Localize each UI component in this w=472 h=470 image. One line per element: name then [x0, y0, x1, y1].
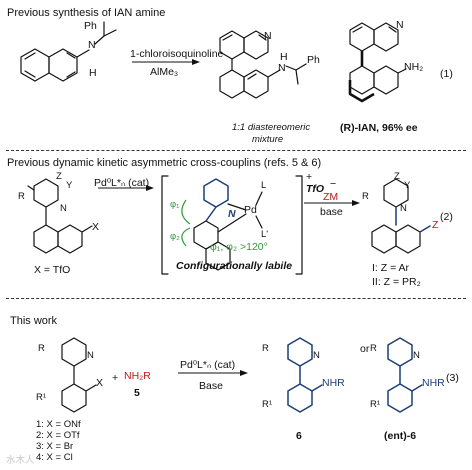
- sm2-r-label: R: [18, 191, 25, 202]
- ent6-r1-label: R¹: [370, 399, 381, 410]
- plus-sign: +: [112, 372, 119, 384]
- reagent-base: base: [320, 206, 343, 218]
- p6-n-label: N: [313, 350, 320, 361]
- amine-reagent: NH₂R: [124, 370, 151, 382]
- sm3-x-label: X: [96, 377, 104, 389]
- diastereomer-caption-2: mixture: [252, 134, 284, 145]
- counterion-label: TfO: [306, 183, 325, 195]
- prod2-y-label: Y: [404, 180, 411, 191]
- sm3-list-1: 1: X = ONf: [36, 419, 81, 430]
- ian-n-label: N: [396, 19, 404, 31]
- sm3-n-label: N: [87, 350, 94, 361]
- watermark: 水木人: [6, 455, 35, 466]
- section3-title: This work: [10, 315, 58, 327]
- sm3-list-3: 3: X = Br: [36, 441, 74, 452]
- or-label: or: [360, 343, 370, 355]
- arrow-head-1: [192, 59, 200, 65]
- sm2-z-label: Z: [56, 171, 62, 182]
- intermediate-l-label: L: [261, 180, 267, 191]
- base-3: Base: [199, 380, 223, 392]
- diastereomer-n-label: N: [264, 30, 272, 42]
- prod2-z-label: Z: [394, 171, 400, 182]
- intermediate-bracket: [161, 175, 303, 275]
- amine-h-label: H: [89, 67, 97, 79]
- diastereomer-structure: [219, 30, 307, 99]
- ent6-nhr-label: NHR: [422, 377, 445, 389]
- ian-product-label: (R)-IAN, 96% ee: [340, 122, 418, 134]
- sm3-r1-label: R¹: [36, 392, 47, 403]
- r-ian-structure: [348, 22, 407, 103]
- ent6-r-label: R: [370, 343, 377, 354]
- section1-title: Previous synthesis of IAN amine: [7, 7, 166, 19]
- prod2-z-substituent: Z: [432, 219, 439, 231]
- naphthalene-structure: [20, 21, 117, 82]
- equation-3-number: (3): [446, 372, 459, 384]
- catalyst-3: Pd⁰L*ₙ (cat): [180, 359, 236, 371]
- counterion-charge: −: [330, 178, 337, 190]
- prod2-n-label: N: [400, 203, 407, 214]
- angle-condition: φ₁, φ₂ >120°: [210, 241, 268, 253]
- diastereomer-nh-label: N: [278, 62, 286, 74]
- prod2-structure: [371, 178, 431, 254]
- ent6-n-label: N: [413, 350, 420, 361]
- diastereomer-ph-label: Ph: [307, 54, 320, 66]
- intermediate-pd-label: Pd: [244, 204, 257, 216]
- diastereomer-h-label: H: [280, 51, 288, 63]
- ent6-label: (ent)-6: [384, 430, 417, 442]
- section-divider-2: [6, 298, 466, 299]
- prod2-caption-1: I: Z = Ar: [372, 262, 410, 274]
- intermediate-lp-label: L': [261, 229, 269, 240]
- ent6-structure: [387, 337, 423, 413]
- catalyst-2: Pd⁰L*ₙ (cat): [94, 177, 150, 189]
- intermediate-caption: Configurationally labile: [176, 260, 293, 272]
- diastereomer-caption-1: 1:1 diastereomeric: [232, 122, 311, 133]
- sm2-x-label: X: [92, 221, 100, 233]
- phi1-label: φ₁: [170, 199, 180, 210]
- prod2-r-label: R: [362, 191, 369, 202]
- phi2-label: φ₂: [170, 231, 180, 242]
- intermediate-structure: [181, 178, 263, 271]
- sm3-r-label: R: [38, 343, 45, 354]
- ian-nh2-label: NH₂: [404, 61, 424, 73]
- reagent-zm: ZM: [323, 191, 339, 203]
- amine-n-label: N: [88, 39, 96, 51]
- amine-number: 5: [134, 387, 140, 399]
- sm3-structure: [61, 337, 97, 413]
- sm2-structure: [27, 178, 93, 254]
- equation-1-number: (1): [440, 68, 453, 80]
- p6-r1-label: R¹: [262, 399, 273, 410]
- equation-2-number: (2): [440, 211, 453, 223]
- reagent-chloroisoquinoline: 1-chloroisoquinoline: [130, 48, 224, 60]
- section-divider-1: [6, 150, 466, 151]
- product6-structure: [287, 337, 323, 413]
- sm3-list-4: 4: X = Cl: [36, 452, 73, 463]
- prod2-caption-2: II: Z = PR₂: [372, 276, 421, 288]
- intermediate-n-label: N: [228, 208, 236, 220]
- sm2-y-label: Y: [66, 180, 73, 191]
- section2-title: Previous dynamic kinetic asymmetric cros…: [7, 157, 322, 169]
- amine-ph-label: Ph: [84, 20, 97, 32]
- product-6-label: 6: [296, 430, 302, 442]
- sm2-caption: X = TfO: [34, 264, 71, 276]
- p6-nhr-label: NHR: [322, 377, 345, 389]
- sm3-list-2: 2: X = OTf: [36, 430, 80, 441]
- sm2-n-label: N: [60, 203, 67, 214]
- p6-r-label: R: [262, 343, 269, 354]
- reagent-almethyl: AlMe₃: [150, 66, 179, 78]
- cation-charge: +: [306, 171, 313, 183]
